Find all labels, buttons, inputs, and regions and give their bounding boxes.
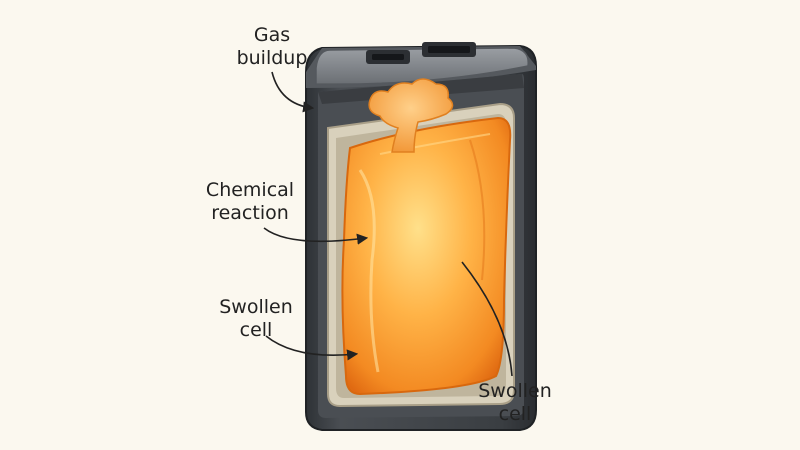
gas-bubble	[368, 78, 454, 153]
usb-port-icon	[366, 50, 410, 64]
swollen-cell-left-line-2: cell	[239, 319, 273, 341]
usb-port-icon	[422, 42, 476, 57]
gas-buildup-line-2: buildup	[236, 47, 308, 69]
chemical-reaction-line-2: reaction	[211, 202, 289, 224]
chemical-reaction-line-1: Chemical	[205, 179, 295, 201]
swollen-cell-right-line-2: cell	[498, 403, 532, 425]
chemical-reaction-label: Chemical reaction	[194, 179, 306, 225]
swollen-cell-left-label: Swollen cell	[214, 296, 298, 342]
swollen-cell	[341, 116, 512, 396]
leader-lines	[263, 71, 513, 377]
swollen-right-leader-line	[461, 261, 513, 377]
swollen-cell-right-label: Swollen cell	[470, 380, 560, 426]
chemical-leader-line	[263, 227, 369, 245]
gas-buildup-line-1: Gas	[253, 24, 291, 46]
gas-buildup-label: Gas buildup	[232, 24, 312, 70]
swollen-cell-left-line-1: Swollen	[219, 296, 293, 318]
gas-leader-line	[271, 71, 315, 113]
swollen-left-leader-line	[265, 335, 359, 361]
swollen-cell-right-line-1: Swollen	[478, 380, 552, 402]
